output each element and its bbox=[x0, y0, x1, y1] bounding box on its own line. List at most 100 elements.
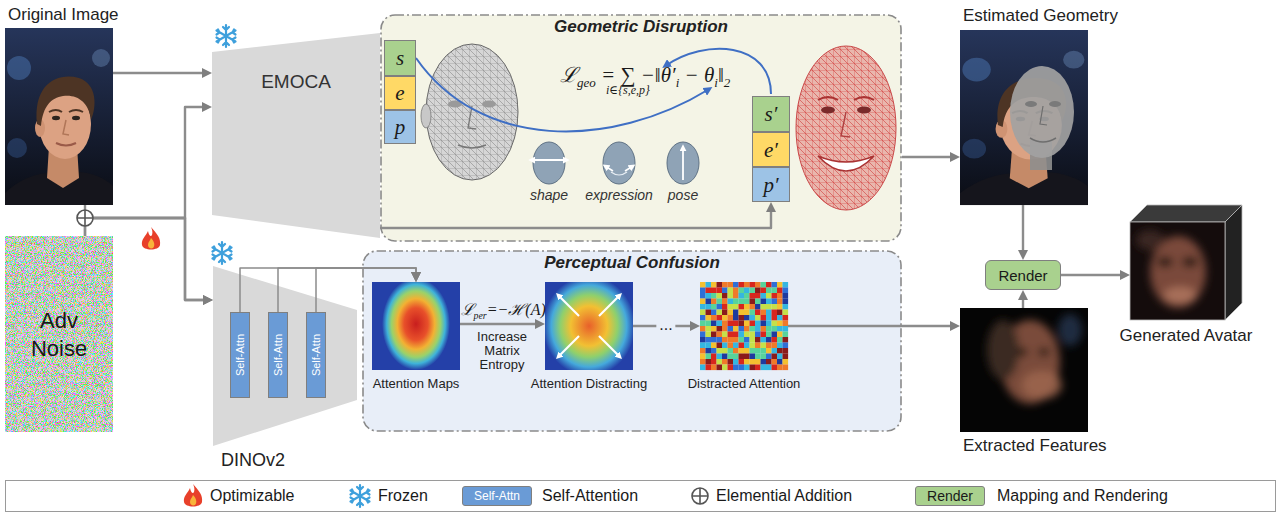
illustration-line bbox=[682, 147, 684, 180]
heatmap-cell bbox=[717, 282, 723, 288]
illustration-path bbox=[818, 156, 874, 171]
heatmap-cell bbox=[733, 354, 739, 360]
heatmap-cell bbox=[755, 288, 761, 294]
illustration-g bbox=[1136, 230, 1206, 308]
heatmap-cell bbox=[733, 310, 739, 316]
panel-outline bbox=[363, 251, 901, 431]
heatmap-cell bbox=[711, 310, 717, 316]
heatmap-cell bbox=[706, 332, 712, 338]
heatmap-cell bbox=[755, 359, 761, 365]
heatmap-cell bbox=[750, 354, 756, 360]
encoder-trapezoid: EMOCA bbox=[212, 33, 380, 238]
heatmap-cell bbox=[722, 337, 728, 343]
heatmap-cell bbox=[739, 343, 745, 349]
illustration-polygon bbox=[1130, 205, 1242, 222]
illustration-ellipse bbox=[667, 142, 699, 184]
heatmap-cell bbox=[728, 365, 734, 371]
param-box: p bbox=[384, 110, 416, 144]
illustration-use bbox=[692, 488, 708, 504]
heatmap-cell bbox=[761, 310, 767, 316]
illustration-ellipse bbox=[1010, 66, 1074, 158]
heatmap-cell bbox=[777, 354, 783, 360]
heatmap-cell bbox=[700, 354, 706, 360]
heatmap-cell bbox=[706, 354, 712, 360]
heatmap-cell bbox=[728, 326, 734, 332]
heatmap-cell bbox=[728, 315, 734, 321]
heatmap-cell bbox=[777, 282, 783, 288]
heatmap-cell bbox=[728, 293, 734, 299]
heatmap-cell bbox=[739, 354, 745, 360]
heatmap-cell bbox=[711, 359, 717, 365]
formula-part: ℒ bbox=[560, 63, 577, 87]
heatmap-cell bbox=[772, 304, 778, 310]
param-box: s′ bbox=[752, 96, 790, 132]
heatmap-cell bbox=[777, 299, 783, 305]
heatmap-cell bbox=[744, 343, 750, 349]
heatmap-cell bbox=[772, 288, 778, 294]
heatmap-image: Attention Maps bbox=[372, 282, 460, 370]
heatmap-cell bbox=[700, 365, 706, 371]
illustration-ellipse bbox=[1164, 287, 1196, 303]
heatmap-cell bbox=[750, 288, 756, 294]
heatmap-cell bbox=[722, 310, 728, 316]
heatmap-cell bbox=[783, 282, 789, 288]
heatmap-cell bbox=[766, 348, 772, 354]
heatmap-cell bbox=[728, 299, 734, 305]
heatmap-cell bbox=[711, 343, 717, 349]
heatmap-cell bbox=[783, 337, 789, 343]
heatmap-cell bbox=[744, 337, 750, 343]
illustration-g bbox=[700, 282, 788, 370]
heatmap-cell bbox=[750, 343, 756, 349]
heatmap-cell bbox=[706, 293, 712, 299]
heatmap-cell bbox=[772, 359, 778, 365]
heatmap-cell bbox=[761, 337, 767, 343]
illustration-use bbox=[77, 210, 93, 226]
legend-sample-text: Render bbox=[927, 488, 973, 504]
noise-image: Adv Noise bbox=[5, 236, 113, 432]
heatmap-cell bbox=[706, 310, 712, 316]
heatmap-cell bbox=[744, 326, 750, 332]
node-label: Geometric Disruption bbox=[380, 17, 902, 37]
feature-image: Extracted Features bbox=[960, 308, 1088, 432]
heatmap-cell bbox=[761, 299, 767, 305]
heatmap-cell bbox=[739, 282, 745, 288]
legend-sample-text: Self-Attn bbox=[474, 489, 520, 503]
heatmap-cell bbox=[766, 332, 772, 338]
illustration-line bbox=[558, 295, 579, 316]
module-panel: Perceptual ConfusionAttention MapsAttent… bbox=[362, 250, 902, 432]
legend-text: Self-Attention bbox=[542, 487, 638, 505]
illustration-g bbox=[987, 314, 1082, 404]
connector-arrow bbox=[1022, 294, 1024, 308]
heatmap-cell bbox=[772, 332, 778, 338]
heatmap-cell bbox=[733, 288, 739, 294]
heatmap-cell bbox=[711, 326, 717, 332]
heatmap-cell bbox=[772, 354, 778, 360]
legend-text: Optimizable bbox=[210, 487, 294, 505]
illustration-polygon bbox=[1225, 205, 1242, 320]
heatmap-cell bbox=[772, 337, 778, 343]
heatmap-cell bbox=[711, 315, 717, 321]
heatmap-cell bbox=[700, 343, 706, 349]
illustration-use bbox=[5, 28, 113, 205]
heatmap-cell bbox=[777, 326, 783, 332]
heatmap-cell bbox=[717, 321, 723, 327]
heatmap-cell bbox=[772, 348, 778, 354]
heatmap-cell bbox=[772, 282, 778, 288]
heatmap-cell bbox=[711, 293, 717, 299]
heatmap-cell bbox=[700, 310, 706, 316]
heatmap-cell bbox=[728, 282, 734, 288]
heatmap-cell bbox=[722, 343, 728, 349]
heatmap-cell bbox=[706, 315, 712, 321]
node-label: Adv Noise bbox=[19, 307, 99, 362]
illustration-path bbox=[1030, 138, 1056, 142]
heatmap-cell bbox=[761, 321, 767, 327]
heatmap-cell bbox=[750, 315, 756, 321]
heatmap-cell bbox=[766, 315, 772, 321]
heatmap-cell bbox=[755, 332, 761, 338]
heatmap-cell bbox=[717, 359, 723, 365]
heatmap-cell bbox=[728, 337, 734, 343]
illustration-ellipse bbox=[426, 44, 518, 180]
heatmap-cell bbox=[744, 315, 750, 321]
heatmap-cell bbox=[739, 315, 745, 321]
